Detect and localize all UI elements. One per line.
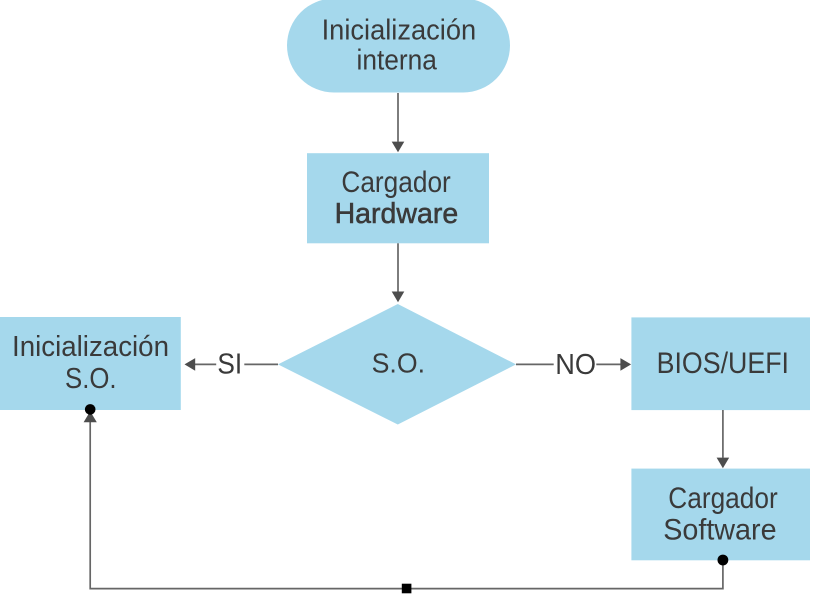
svg-text:Cargador: Cargador: [341, 166, 450, 199]
svg-text:SI: SI: [217, 349, 242, 381]
svg-text:BIOS/UEFI: BIOS/UEFI: [657, 347, 789, 380]
svg-text:Inicialización: Inicialización: [322, 14, 477, 46]
svg-text:Software: Software: [663, 513, 776, 546]
svg-text:Hardware: Hardware: [335, 198, 459, 230]
svg-text:S.O.: S.O.: [372, 348, 425, 379]
svg-text:interna: interna: [357, 44, 438, 76]
svg-text:Inicialización: Inicialización: [12, 331, 169, 363]
svg-text:Cargador: Cargador: [668, 482, 777, 515]
svg-text:NO: NO: [555, 349, 596, 381]
svg-text:S.O.: S.O.: [65, 363, 117, 395]
